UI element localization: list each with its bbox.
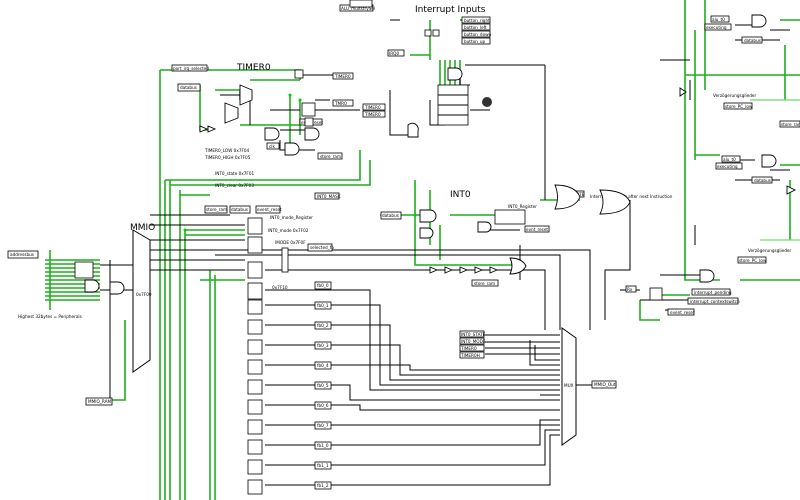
int0-title: INT0 xyxy=(450,190,471,200)
timer0-b-label: TIMER0 xyxy=(364,105,381,110)
timer0-out-label: TIMER0 xyxy=(334,74,351,79)
decoder-label: 0x7F00 xyxy=(136,292,152,297)
mmio-title: MMIO xyxy=(130,223,155,233)
int0-state-label: INT0_state 0x7F01 xyxy=(215,171,255,176)
highest-note: Highest 32bytes = Peripherals xyxy=(18,314,82,319)
timer0-a-label: TMR0 xyxy=(334,101,347,106)
output-mux: MUX MMIO_Out xyxy=(561,327,617,446)
event-reset-2-label: event_reset xyxy=(257,207,282,212)
fb-label-5: fb0_5 xyxy=(317,383,329,388)
int0-mode-addr-label: INT0_mode 0x7F02 xyxy=(268,228,309,233)
event-reset-r-label: event_reset xyxy=(670,310,695,315)
store-ram-3-label: store_ram xyxy=(474,281,495,286)
button-left-label: button_left xyxy=(464,25,487,30)
fb-label-4: fb0_4 xyxy=(317,363,329,368)
fb-label-8: fb1_0 xyxy=(317,443,329,448)
button-right-label: button_right xyxy=(464,18,490,23)
alu-r1-label: alu_t0 xyxy=(712,17,725,22)
executing-r2-label: executing xyxy=(717,164,738,169)
verzog-2-label: Verzögerungsglieder xyxy=(748,248,791,253)
mmio-out-label: MMIO_Out xyxy=(594,382,616,387)
executing-r1-label: executing xyxy=(706,25,727,30)
int0-register-label: INT0_Register xyxy=(508,204,537,209)
interrupt-inputs-title: Interrupt Inputs xyxy=(415,5,486,15)
fb-label-9: fb1_1 xyxy=(317,463,329,468)
interrupt-pending-note: Interrupt pending after next Instruction xyxy=(590,194,673,199)
irq-label: IRQ0 xyxy=(389,51,399,56)
timer-low-label: TIMER0_LOW 0x7F04 xyxy=(204,148,250,153)
addressbus-label: addressbus xyxy=(10,252,34,257)
fb-label-10: fb1_2 xyxy=(317,483,329,488)
fb-label-1: fb0_1 xyxy=(317,303,329,308)
button-down-label: button_down xyxy=(464,32,492,37)
databus-1-label: databus xyxy=(180,85,197,90)
databus-r2-label: databus xyxy=(754,178,771,183)
interrupt-pending-label: interrupt_pending xyxy=(694,290,732,295)
int0-mask-label: INT0_MASK xyxy=(317,194,341,199)
fb-label-6: fb0_6 xyxy=(317,403,329,408)
alu-r2-label: alu_t0 xyxy=(723,157,736,162)
event-reset-3-label: evnt_reset xyxy=(526,227,548,232)
label-boxes: ALU_multstrySel port_irq_selected TIMER0… xyxy=(7,4,800,490)
mmio-ram-label: MMIO_RAM xyxy=(88,399,111,404)
mux-label: MUX xyxy=(564,383,574,388)
databus-2-label: databus xyxy=(231,207,248,212)
mux-int0-mode-label: INT0_MODE xyxy=(461,339,486,344)
store-pc-low-1-label: store_PC_low xyxy=(725,104,753,109)
databus-3-label: databus xyxy=(382,213,399,218)
button-up-label: button_up xyxy=(464,39,486,44)
databus-r1-label: databus xyxy=(744,38,761,43)
clk-label: clk xyxy=(269,144,275,149)
addr-0x7f10-label: 0x7F10 xyxy=(272,285,288,290)
store-ram-2-label: store_ram xyxy=(206,207,227,212)
rx-label: Rx xyxy=(627,287,633,292)
port-irq-label: port_irq_selected xyxy=(173,66,209,71)
store-ram-1-label: store_ram xyxy=(320,154,341,159)
store-pc-low-2-label: store_PC_low xyxy=(739,258,767,263)
mmio-decoder: MMIO 0x7F00 xyxy=(130,223,155,373)
timer0-c-label: TIMER0 xyxy=(364,112,381,117)
int0-clear-label: INT0_clear 0x7F03 xyxy=(215,183,254,188)
mux-int0-state-label: INT0_STATE xyxy=(461,332,486,337)
interrupt-contextswitch-label: interrupt_contextswitch xyxy=(690,299,740,304)
imode-label: IMODE 0x7F0F xyxy=(275,240,306,245)
fb-label-3: fb0_3 xyxy=(317,343,329,348)
fb-label-7: fb0_7 xyxy=(317,423,329,428)
selected-fb-label: selected_fb xyxy=(310,245,334,250)
mux-timer0h-label: TIMER0H xyxy=(460,353,480,358)
timer0-title: TIMER0 xyxy=(236,63,271,73)
logic-gates xyxy=(74,0,797,301)
fb-label-0: fb0_0 xyxy=(317,283,329,288)
timer-high-label: TIMER0_HIGH 0x7F05 xyxy=(204,155,251,160)
int0-mode-register-label: INT0_mode_Register xyxy=(270,215,313,220)
register-column xyxy=(247,217,263,495)
store-ram-r-label: store_ram xyxy=(781,122,800,127)
fb-label-2: fb0_2 xyxy=(317,323,329,328)
verzog-1-label: Verzögerungsglieder xyxy=(713,93,756,98)
mux-timer0-label: TIMER0 xyxy=(460,346,477,351)
alu-flags-label: ALU_multstrySel xyxy=(341,6,375,11)
